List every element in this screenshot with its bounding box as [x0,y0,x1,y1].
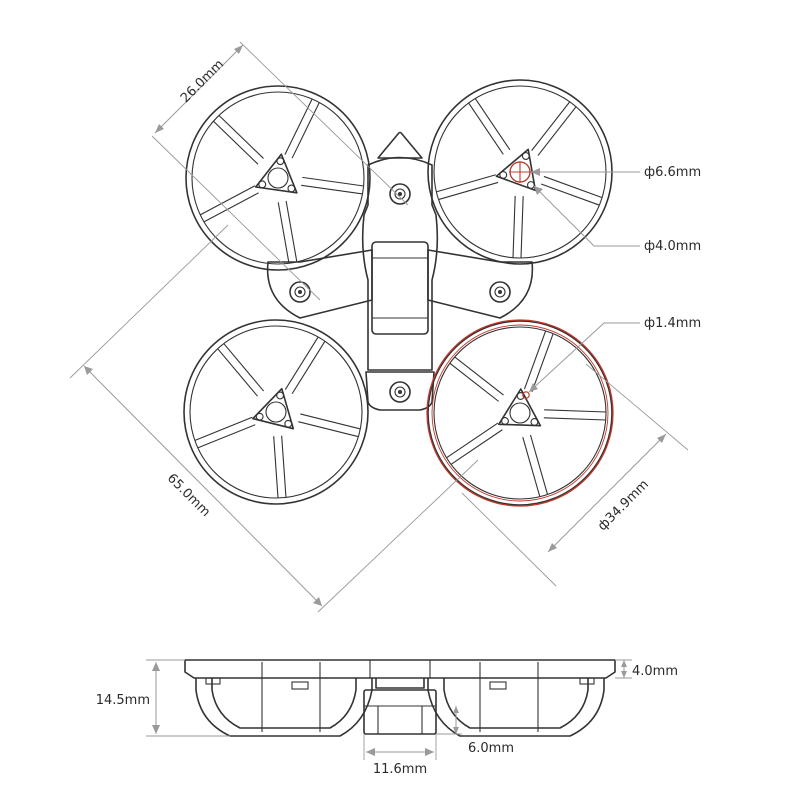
screw-left [289,281,311,303]
side-view: 14.5mm 4.0mm 6.0mm 11.6mm [96,659,678,777]
screw-right [489,281,511,303]
label-6-0mm: 6.0mm [468,741,514,756]
label-6-6mm: ф6.6mm [644,165,701,180]
label-11-6mm: 11.6mm [373,762,427,777]
screw-top [389,183,411,205]
highlight-marks [426,161,614,507]
dimension-14-5mm: 14.5mm [96,659,230,737]
top-view: 26.0mm 65.0mm ф34.9mm ф6.6mm [69,41,701,613]
leader-4-0mm: ф4.0mm [533,185,701,254]
center-body [266,131,534,411]
dimension-4-0mm-rim: 4.0mm [615,659,678,679]
dimension-11-6mm: 11.6mm [363,734,437,777]
label-4-0mm-rim: 4.0mm [632,664,678,679]
label-34-9mm: ф34.9mm [595,477,652,534]
leader-6-6mm: ф6.6mm [531,165,701,180]
dimension-6-0mm: 6.0mm [436,706,514,756]
duct-rear-right [427,320,613,506]
label-14-5mm: 14.5mm [96,693,150,708]
duct-front-left [185,85,371,271]
label-1-4mm: ф1.4mm [644,316,701,331]
label-65mm: 65.0mm [164,471,213,520]
screw-bottom [389,381,411,403]
dimension-34-9mm: ф34.9mm [461,363,689,587]
duct-rear-left [183,319,369,505]
label-26mm: 26.0mm [178,57,227,106]
label-4-0mm: ф4.0mm [644,239,701,254]
leader-1-4mm: ф1.4mm [528,316,701,393]
